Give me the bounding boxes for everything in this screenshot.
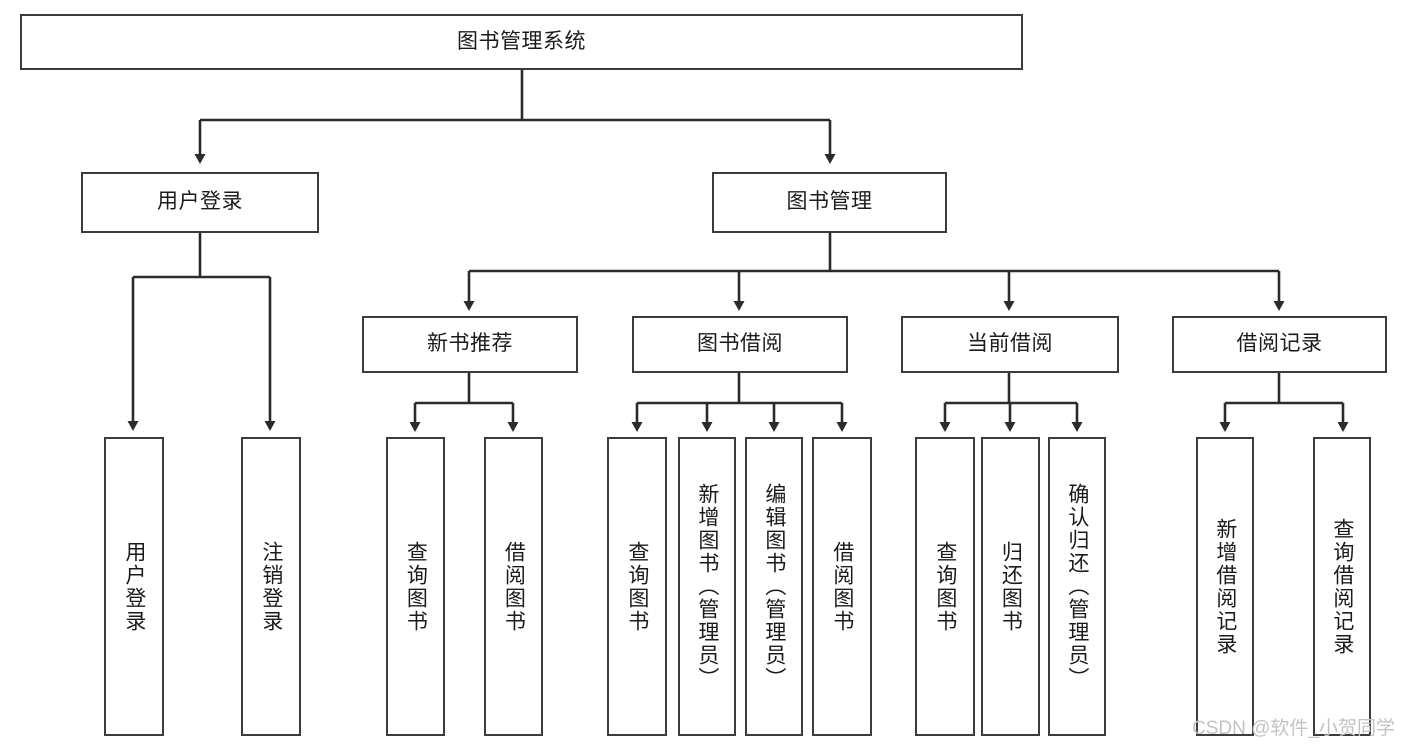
leaf-user-login-label: 用户登录 xyxy=(122,540,146,633)
leaf-logout-login-label: 注销登录 xyxy=(259,540,283,633)
node-user-login[interactable]: 用户登录 xyxy=(81,172,319,233)
leaf-query-book-1[interactable]: 查询图书 xyxy=(386,437,445,736)
leaf-edit-book-label: 编辑图书（管理员） xyxy=(762,483,786,690)
leaf-query-record[interactable]: 查询借阅记录 xyxy=(1313,437,1371,736)
leaf-query-book-2[interactable]: 查询图书 xyxy=(607,437,667,736)
leaf-borrow-book-1-label: 借阅图书 xyxy=(502,540,526,633)
node-user-login-label: 用户登录 xyxy=(157,190,243,214)
leaf-confirm-return[interactable]: 确认归还（管理员） xyxy=(1048,437,1106,736)
leaf-add-book-label: 新增图书（管理员） xyxy=(695,483,719,690)
leaf-borrow-book-2[interactable]: 借阅图书 xyxy=(812,437,872,736)
node-root-label: 图书管理系统 xyxy=(457,29,586,53)
node-book-manage-label: 图书管理 xyxy=(786,190,873,214)
node-new-book-recommend[interactable]: 新书推荐 xyxy=(362,316,578,373)
leaf-add-book[interactable]: 新增图书（管理员） xyxy=(678,437,736,736)
leaf-return-book[interactable]: 归还图书 xyxy=(981,437,1040,736)
leaf-user-login[interactable]: 用户登录 xyxy=(104,437,164,736)
node-book-borrow-label: 图书借阅 xyxy=(697,332,783,356)
leaf-query-record-label: 查询借阅记录 xyxy=(1330,517,1354,656)
leaf-confirm-return-label: 确认归还（管理员） xyxy=(1065,483,1089,690)
node-book-borrow[interactable]: 图书借阅 xyxy=(632,316,848,373)
node-current-borrow-label: 当前借阅 xyxy=(967,332,1053,356)
csdn-watermark: CSDN @软件_小贺同学 xyxy=(1192,718,1395,739)
leaf-add-record[interactable]: 新增借阅记录 xyxy=(1196,437,1254,736)
leaf-query-book-3[interactable]: 查询图书 xyxy=(915,437,975,736)
node-borrow-record-label: 借阅记录 xyxy=(1236,332,1323,356)
leaf-edit-book[interactable]: 编辑图书（管理员） xyxy=(745,437,803,736)
leaf-add-record-label: 新增借阅记录 xyxy=(1213,517,1237,656)
leaf-query-book-3-label: 查询图书 xyxy=(933,540,957,633)
node-current-borrow[interactable]: 当前借阅 xyxy=(901,316,1119,373)
node-root[interactable]: 图书管理系统 xyxy=(20,14,1023,70)
leaf-query-book-1-label: 查询图书 xyxy=(404,540,428,633)
leaf-logout-login[interactable]: 注销登录 xyxy=(241,437,301,736)
node-borrow-record[interactable]: 借阅记录 xyxy=(1172,316,1387,373)
leaf-return-book-label: 归还图书 xyxy=(999,540,1023,633)
node-new-book-recommend-label: 新书推荐 xyxy=(427,332,513,356)
leaf-borrow-book-2-label: 借阅图书 xyxy=(830,540,854,633)
leaf-query-book-2-label: 查询图书 xyxy=(625,540,649,633)
leaf-borrow-book-1[interactable]: 借阅图书 xyxy=(484,437,543,736)
node-book-manage[interactable]: 图书管理 xyxy=(712,172,947,233)
